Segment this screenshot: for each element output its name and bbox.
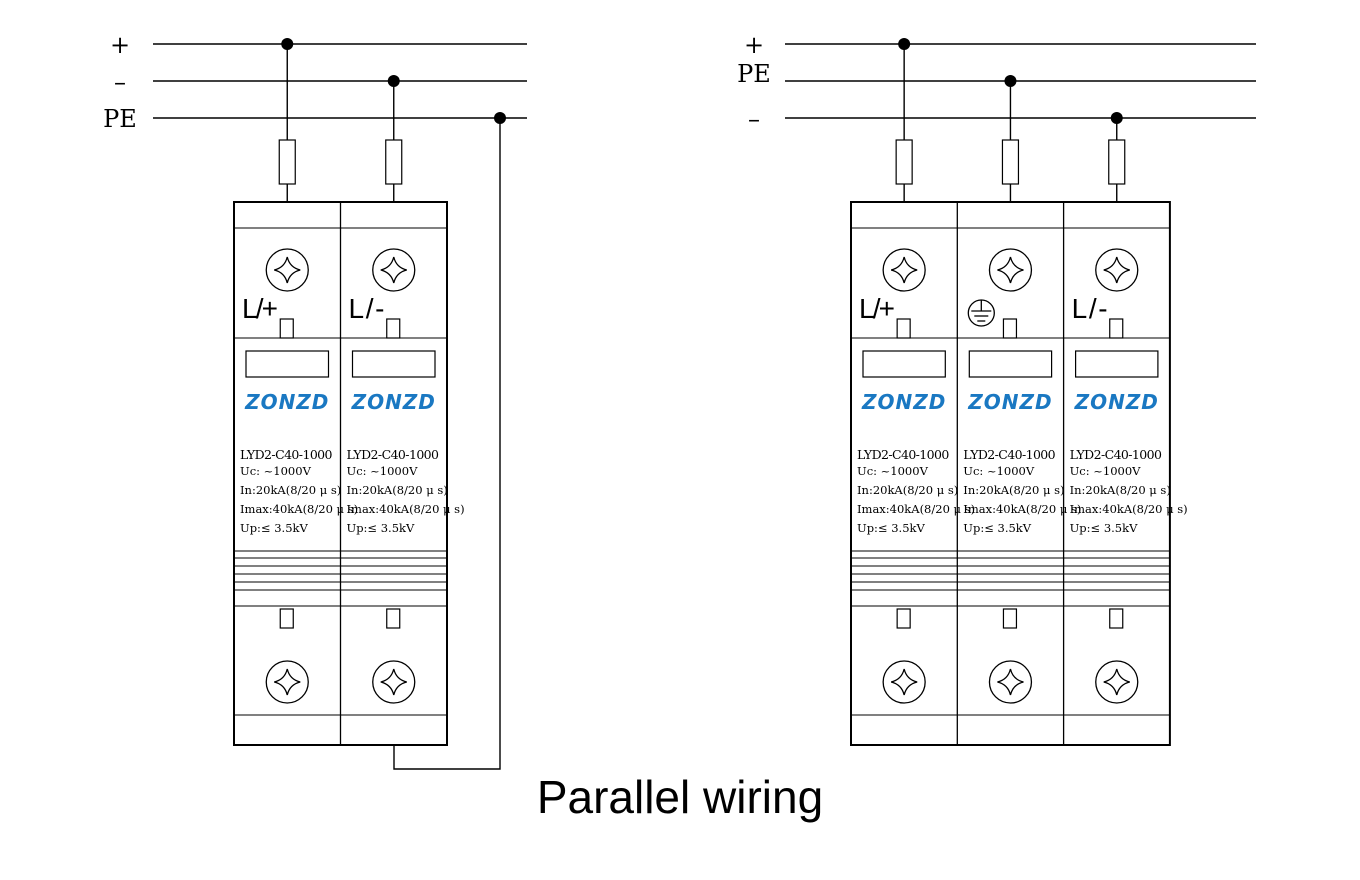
fuse xyxy=(895,139,913,185)
bottom-connector-tab xyxy=(1002,608,1018,629)
bottom-connector-tab xyxy=(1109,608,1124,629)
bus-label-3: – xyxy=(748,105,760,133)
uc-text: Uc: ~1000V xyxy=(963,464,1035,478)
imax-text: Imax:40kA(8/20 μ s) xyxy=(857,502,975,516)
model-text: LYD2-C40-1000 xyxy=(240,447,333,462)
terminal-screw-icon xyxy=(882,248,926,292)
in-text: In:20kA(8/20 μ s) xyxy=(240,483,341,497)
brand-logo: ZONZD xyxy=(1074,390,1159,414)
terminal-screw-icon xyxy=(882,660,926,704)
bus-label-1: + xyxy=(110,31,130,59)
top-connector-tab xyxy=(1109,318,1124,339)
diagram-title: Parallel wiring xyxy=(537,771,823,823)
pole-label: L/+ xyxy=(859,293,895,324)
terminal-screw-icon xyxy=(265,660,309,704)
fuse xyxy=(1108,139,1126,185)
terminal-screw-icon xyxy=(988,248,1033,292)
junction-dot xyxy=(281,38,294,50)
brand-logo: ZONZD xyxy=(244,390,329,414)
top-connector-tab xyxy=(279,318,294,339)
terminal-screw-icon xyxy=(265,248,309,292)
in-text: In:20kA(8/20 μ s) xyxy=(347,483,448,497)
terminal-screw-icon xyxy=(988,660,1033,704)
uc-text: Uc: ~1000V xyxy=(857,464,929,478)
fuse xyxy=(1001,139,1020,185)
junction-dot xyxy=(387,75,400,87)
uc-text: Uc: ~1000V xyxy=(240,464,312,478)
top-connector-tab xyxy=(386,318,401,339)
terminal-screw-icon xyxy=(372,660,416,704)
pole-label: L/+ xyxy=(242,293,278,324)
indicator-window xyxy=(245,350,330,378)
model-text: LYD2-C40-1000 xyxy=(347,447,440,462)
brand-logo: ZONZD xyxy=(967,390,1052,414)
imax-text: Imax:40kA(8/20 μ s) xyxy=(240,502,358,516)
fuse xyxy=(385,139,403,185)
pe-return-wire xyxy=(393,118,501,770)
junction-dot xyxy=(1110,112,1123,124)
bus-label-2: PE xyxy=(737,60,771,88)
imax-text: Imax:40kA(8/20 μ s) xyxy=(1070,502,1188,516)
top-connector-tab xyxy=(896,318,911,339)
up-text: Up:≤ 3.5kV xyxy=(857,521,925,535)
in-text: In:20kA(8/20 μ s) xyxy=(963,483,1064,497)
uc-text: Uc: ~1000V xyxy=(347,464,419,478)
up-text: Up:≤ 3.5kV xyxy=(1070,521,1138,535)
indicator-window xyxy=(862,350,946,378)
up-text: Up:≤ 3.5kV xyxy=(240,521,308,535)
indicator-window xyxy=(1074,350,1159,378)
imax-text: Imax:40kA(8/20 μ s) xyxy=(963,502,1081,516)
bus-label-3: PE xyxy=(103,105,137,133)
junction-dot xyxy=(1004,75,1017,87)
imax-text: Imax:40kA(8/20 μ s) xyxy=(347,502,465,516)
fuse xyxy=(278,139,296,185)
uc-text: Uc: ~1000V xyxy=(1070,464,1142,478)
pole-label: L/- xyxy=(349,293,385,324)
indicator-window xyxy=(351,350,436,378)
brand-logo: ZONZD xyxy=(351,390,436,414)
bottom-connector-tab xyxy=(896,608,911,629)
bottom-connector-tab xyxy=(386,608,401,629)
bus-label-1: + xyxy=(744,31,764,59)
terminal-screw-icon xyxy=(372,248,416,292)
up-text: Up:≤ 3.5kV xyxy=(347,521,415,535)
indicator-window xyxy=(968,350,1053,378)
terminal-screw-icon xyxy=(1095,248,1139,292)
in-text: In:20kA(8/20 μ s) xyxy=(857,483,958,497)
pole-label: L/- xyxy=(1072,293,1108,324)
model-text: LYD2-C40-1000 xyxy=(963,447,1055,462)
terminal-screw-icon xyxy=(1095,660,1139,704)
bottom-connector-tab xyxy=(279,608,294,629)
bus-label-2: – xyxy=(114,68,126,96)
model-text: LYD2-C40-1000 xyxy=(1070,447,1162,462)
brand-logo: ZONZD xyxy=(861,390,946,414)
model-text: LYD2-C40-1000 xyxy=(857,447,949,462)
junction-dot xyxy=(898,38,911,50)
top-connector-tab xyxy=(1002,318,1018,339)
in-text: In:20kA(8/20 μ s) xyxy=(1070,483,1171,497)
up-text: Up:≤ 3.5kV xyxy=(963,521,1031,535)
ground-symbol-icon xyxy=(967,299,995,327)
